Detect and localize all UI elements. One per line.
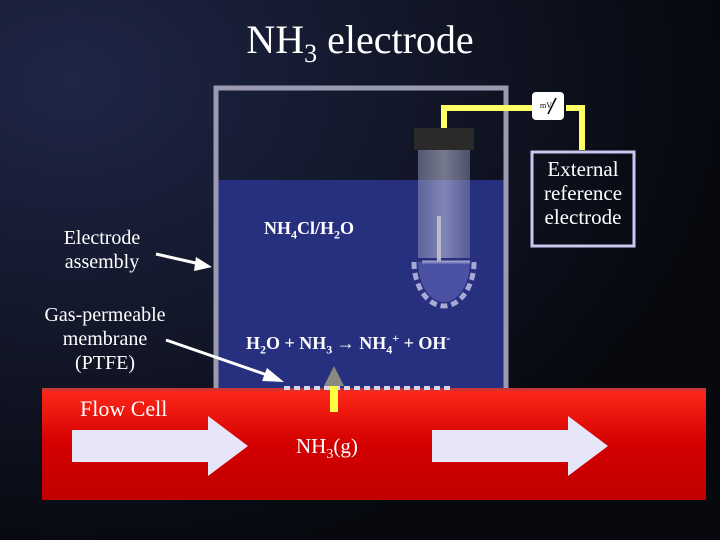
membrane-label: Gas-permeable membrane (PTFE): [44, 304, 166, 374]
page-title: NH3 electrode: [246, 17, 474, 68]
reference-wire: [566, 105, 585, 150]
electrode-wire: [441, 105, 534, 128]
gas-arrow: [324, 366, 344, 412]
reference-electrode-label: External reference electrode: [543, 157, 623, 229]
ion-selective-electrode: [411, 128, 477, 309]
flow-cell-label: Flow Cell: [80, 396, 168, 421]
millivolt-meter: [532, 92, 564, 120]
reference-electrode-box: [530, 150, 636, 248]
electrode-assembly-label: Electrode assembly: [63, 227, 141, 273]
container-wall: [213, 85, 509, 390]
flow-arrow-right: [432, 416, 608, 476]
pointer-arrows: [155, 252, 284, 382]
solution-label: NH4Cl/H2O: [264, 218, 355, 242]
meter-label: mV: [540, 101, 552, 110]
gas-label: NH3(g): [296, 434, 358, 463]
reaction-equation: H2O + NH3 → NH4+ + OH-: [246, 331, 451, 357]
flow-arrow-left: [72, 416, 248, 476]
electrode-cap: [414, 128, 474, 150]
